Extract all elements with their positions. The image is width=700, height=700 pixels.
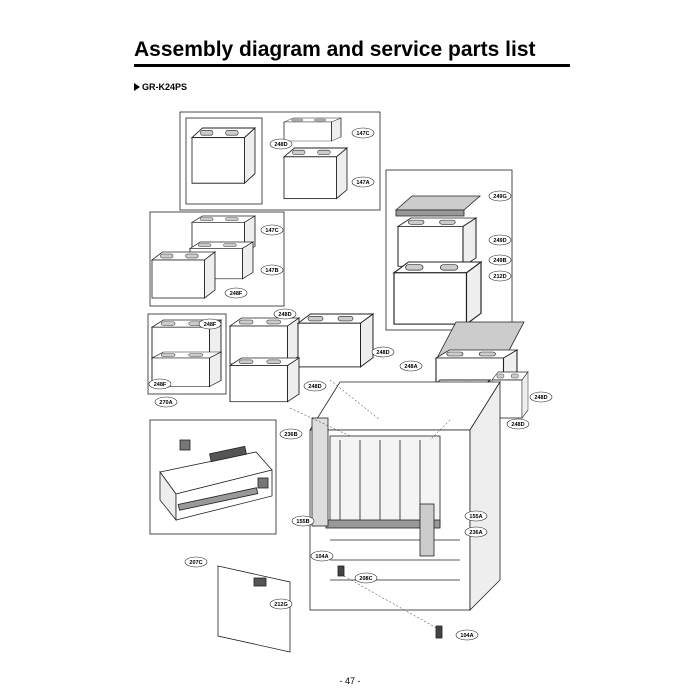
callout-212d: 212D <box>488 270 512 282</box>
container-147a <box>283 147 348 200</box>
callout-text: 104A <box>315 554 328 560</box>
callout-147b: 147B <box>260 264 284 276</box>
group-frame-5 <box>149 419 277 535</box>
callout-text: 249D <box>493 238 506 244</box>
container-248d-a <box>229 317 300 365</box>
callout-text: 248F <box>204 322 217 328</box>
screw-104a-b <box>435 625 443 639</box>
callout-text: 248D <box>534 395 547 401</box>
model-text: GR-K24PS <box>142 82 188 92</box>
callout-248d-b: 248D <box>371 346 395 358</box>
callout-147a: 147A <box>351 176 375 188</box>
callout-248d-top: 248D <box>269 138 293 150</box>
callout-text: 147B <box>265 268 278 274</box>
container-248d-b <box>297 313 374 368</box>
callout-270a: 270A <box>154 396 178 408</box>
group-frame-4 <box>147 313 227 395</box>
callout-155b: 155B <box>291 515 315 527</box>
callout-text: 104A <box>460 633 473 639</box>
callout-text: 155A <box>469 514 482 520</box>
container-248f-mid <box>151 251 216 299</box>
play-arrow-icon <box>134 83 140 91</box>
callout-labels: 147C 248D 147A 249G 249D 249B 212D 147C … <box>148 127 553 641</box>
screw-104a-a <box>337 565 345 577</box>
callout-text: 270A <box>159 400 172 406</box>
callout-text: 248A <box>404 364 417 370</box>
container-box-tall <box>283 117 342 142</box>
group-inner-frame-1 <box>185 117 263 205</box>
callout-249g: 249G <box>488 190 512 202</box>
callout-208c: 208C <box>354 572 378 584</box>
crisper-249d <box>397 217 477 267</box>
callout-248d-d: 248D <box>529 391 553 403</box>
crisper-212d <box>393 261 482 325</box>
callout-248f-mid: 248F <box>224 287 248 299</box>
callout-text: 248D <box>308 384 321 390</box>
group-frame-2 <box>385 169 513 331</box>
callout-236a: 236A <box>464 526 488 538</box>
group-frame-1 <box>179 111 381 211</box>
callout-248a: 248A <box>399 360 423 372</box>
cover-panel-207c <box>217 565 291 653</box>
callout-147c-top: 147C <box>351 127 375 139</box>
title-rule <box>134 64 570 67</box>
callout-text: 248D <box>511 422 524 428</box>
callout-248d-c: 248D <box>303 380 327 392</box>
callout-248f-c: 248F <box>148 378 172 390</box>
callout-207c: 207C <box>184 556 208 568</box>
callout-text: 212G <box>274 602 287 608</box>
callout-249b: 249B <box>488 254 512 266</box>
callout-text: 147C <box>265 228 278 234</box>
callout-text: 248D <box>376 350 389 356</box>
callout-text: 208C <box>359 576 372 582</box>
callout-text: 248D <box>278 312 291 318</box>
container-248d-c <box>229 357 300 403</box>
page-number: - 47 - <box>339 676 361 686</box>
side-rail-236a <box>419 503 435 557</box>
callout-text: 212D <box>493 274 506 280</box>
callout-212g: 212G <box>269 598 293 610</box>
callout-104a-b: 104A <box>455 629 479 641</box>
callout-text: 147A <box>356 180 369 186</box>
container-147c-top <box>191 127 256 184</box>
callout-text: 207C <box>189 560 202 566</box>
guide-lines <box>289 379 451 631</box>
callout-236b: 236B <box>279 428 303 440</box>
callout-248d-a: 248D <box>273 308 297 320</box>
page-title: Assembly diagram and service parts list <box>134 38 536 61</box>
callout-text: 155B <box>296 519 309 525</box>
callout-155a: 155A <box>464 510 488 522</box>
callout-text: 248D <box>274 142 287 148</box>
crisper-cover-249g <box>394 195 482 217</box>
callout-249d: 249D <box>488 234 512 246</box>
group-frame-3 <box>149 211 285 307</box>
callout-text: 236A <box>469 530 482 536</box>
callout-text: 248F <box>230 291 243 297</box>
side-rail-236b <box>311 417 329 527</box>
callout-248f-b: 248F <box>198 318 222 330</box>
callout-text: 147C <box>356 131 369 137</box>
callout-text: 236B <box>284 432 297 438</box>
callout-text: 248F <box>154 382 167 388</box>
callout-text: 249G <box>493 194 506 200</box>
callout-text: 249B <box>493 258 506 264</box>
callout-248d-e: 248D <box>506 418 530 430</box>
model-label: GR-K24PS <box>134 82 187 92</box>
control-panel-270a <box>159 439 273 522</box>
callout-147c-mid: 147C <box>260 224 284 236</box>
callout-104a-a: 104A <box>310 550 334 562</box>
